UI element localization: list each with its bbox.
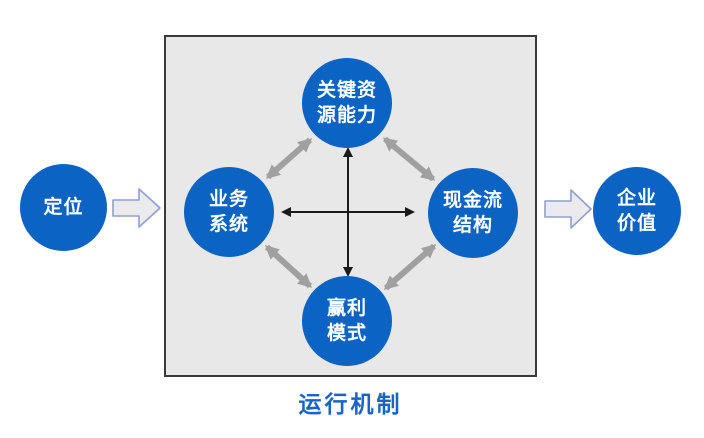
node-profit-model-label-line2: 模式 <box>326 323 367 344</box>
node-cash-flow: 现金流 结构 <box>428 168 518 258</box>
node-positioning: 定位 <box>20 164 107 251</box>
node-key-resources-label-line1: 关键资 <box>316 80 377 101</box>
node-cash-flow-label-line2: 结构 <box>452 215 493 236</box>
node-business-system-label-line1: 业务 <box>208 189 249 210</box>
right-block-arrow-in-icon <box>112 188 161 228</box>
node-enterprise-value: 企业 价值 <box>593 167 681 255</box>
node-enterprise-value-label-line2: 价值 <box>616 213 657 234</box>
node-key-resources-label-line2: 源能力 <box>316 105 377 126</box>
node-enterprise-value-label-line1: 企业 <box>616 188 657 209</box>
diagram-caption: 运行机制 <box>298 391 403 417</box>
node-cash-flow-label-line1: 现金流 <box>442 190 503 211</box>
node-positioning-label: 定位 <box>43 197 84 218</box>
node-profit-model-label-line1: 赢利 <box>326 298 367 319</box>
node-business-system-label-line2: 系统 <box>208 214 249 235</box>
node-business-system: 业务 系统 <box>184 167 274 257</box>
node-key-resources: 关键资 源能力 <box>302 58 392 148</box>
node-profit-model: 赢利 模式 <box>302 276 392 366</box>
right-block-arrow-out-icon <box>544 189 592 229</box>
